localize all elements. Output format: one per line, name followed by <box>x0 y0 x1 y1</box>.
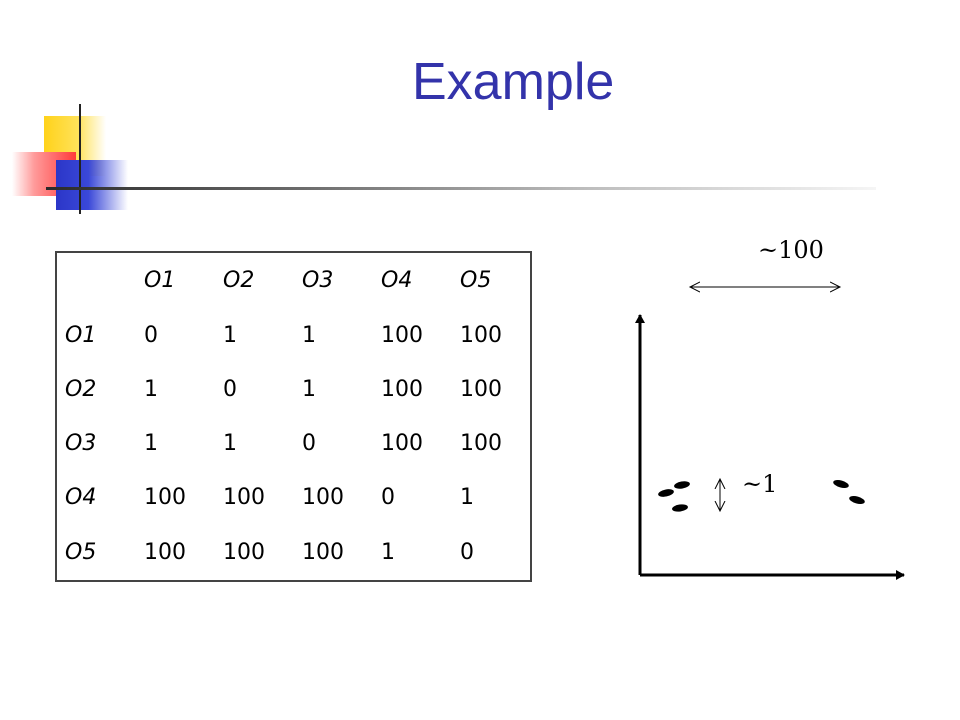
distance-matrix-table: O1 O2 O3 O4 O5 O1 0 1 1 100 100 O2 1 0 1… <box>55 251 532 582</box>
table-cell: 1 <box>144 376 158 402</box>
near-distance-label: ~1 <box>742 470 777 498</box>
table-cell: 100 <box>144 539 186 565</box>
title-underline <box>46 187 876 190</box>
table-cell: 100 <box>302 539 344 565</box>
table-cell: 1 <box>144 431 158 457</box>
table-header-row: O1 O2 O3 O4 O5 <box>56 252 531 308</box>
row-header: O2 <box>65 376 97 402</box>
table-cell: 100 <box>223 485 265 511</box>
table-row: O4 100 100 100 0 1 <box>56 471 531 525</box>
table-cell: 0 <box>302 431 316 457</box>
point-o5 <box>849 496 865 504</box>
slide-title: Example <box>412 53 615 111</box>
table-cell: 100 <box>144 485 186 511</box>
table-cell: 1 <box>302 376 316 402</box>
row-header: O5 <box>65 539 97 565</box>
row-header: O1 <box>65 322 97 348</box>
column-header: O5 <box>460 268 492 294</box>
table-cell: 100 <box>460 322 502 348</box>
table-cell: 0 <box>381 485 395 511</box>
table-cell: 100 <box>460 431 502 457</box>
table-cell: 0 <box>144 322 158 348</box>
table-row: O3 1 1 0 100 100 <box>56 416 531 470</box>
table-row: O5 100 100 100 1 0 <box>56 525 531 581</box>
column-header: O2 <box>223 268 255 294</box>
table-cell: 0 <box>460 539 474 565</box>
column-header: O4 <box>381 268 413 294</box>
cluster-diagram: ~100 ~1 <box>635 236 905 580</box>
table-cell: 100 <box>381 322 423 348</box>
far-distance-label: ~100 <box>758 236 824 264</box>
column-header: O3 <box>302 268 334 294</box>
title-ornament-blue <box>56 160 128 210</box>
table-cell: 0 <box>223 376 237 402</box>
row-header: O3 <box>65 431 97 457</box>
table-cell: 1 <box>223 322 237 348</box>
table-cell: 100 <box>460 376 502 402</box>
point-o2 <box>674 481 690 489</box>
table-cell: 100 <box>223 539 265 565</box>
table-cell: 1 <box>223 431 237 457</box>
table-cell: 1 <box>460 485 474 511</box>
table-corner-cell <box>56 252 136 308</box>
table-row: O2 1 0 1 100 100 <box>56 362 531 416</box>
point-o4 <box>833 480 849 488</box>
column-header: O1 <box>144 268 176 294</box>
table-row: O1 0 1 1 100 100 <box>56 308 531 362</box>
table-cell: 1 <box>302 322 316 348</box>
title-ornament-vertical-line <box>79 104 81 214</box>
point-o1 <box>658 489 674 497</box>
table-cell: 1 <box>381 539 395 565</box>
table-cell: 100 <box>302 485 344 511</box>
table-cell: 100 <box>381 431 423 457</box>
table-cell: 100 <box>381 376 423 402</box>
point-o3 <box>672 504 688 512</box>
row-header: O4 <box>65 485 97 511</box>
